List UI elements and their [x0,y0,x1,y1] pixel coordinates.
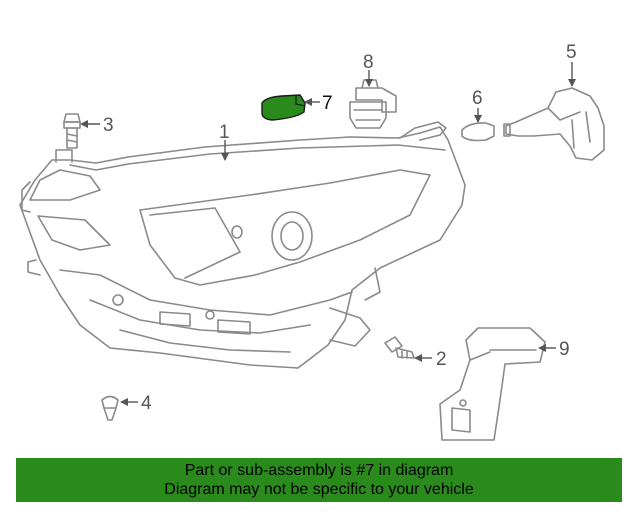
bulb-socket-part-8 [349,79,397,129]
bolt-part-2 [384,336,415,359]
banner-line-disclaimer: Diagram may not be specific to your vehi… [164,481,474,498]
banner-line-part-number: Part or sub-assembly is #7 in diagram [184,462,454,479]
cap-part-7-highlighted [261,94,306,121]
bulb-socket-part-5 [503,87,605,161]
callout-3: 3 [103,115,114,136]
callout-7: 7 [322,93,333,114]
clip-part-4 [101,395,119,421]
callout-6: 6 [472,88,483,109]
callout-2: 2 [436,349,447,370]
callout-8: 8 [363,52,374,73]
part-info-banner: Part or sub-assembly is #7 in diagram Di… [16,458,622,502]
small-bulb-part-6 [461,122,495,142]
callout-4: 4 [141,393,152,414]
callout-9: 9 [559,339,570,360]
bolt-part-3 [63,113,81,149]
leader-lines [80,62,576,406]
callout-1: 1 [219,122,230,143]
parts-diagram: 1 2 3 4 5 6 7 8 9 [19,42,605,441]
headlamp-assembly [19,121,466,369]
callout-5: 5 [566,42,577,63]
bracket-part-9 [439,327,546,441]
